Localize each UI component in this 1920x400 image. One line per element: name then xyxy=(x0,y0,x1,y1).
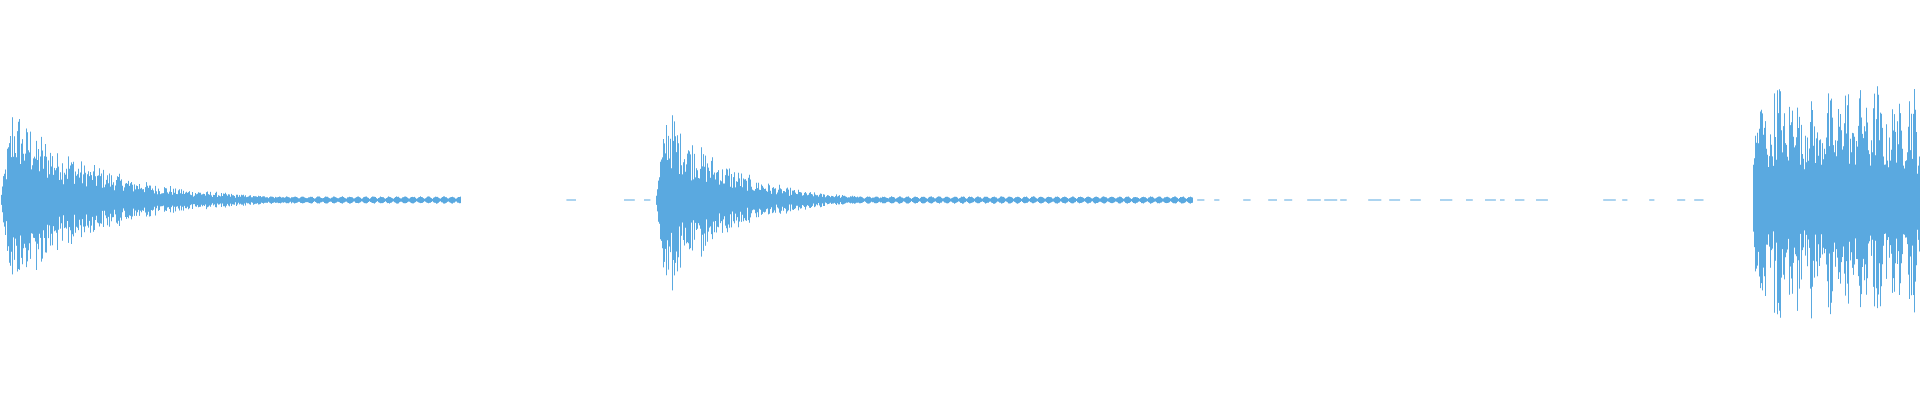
waveform-bars xyxy=(1,86,1920,319)
